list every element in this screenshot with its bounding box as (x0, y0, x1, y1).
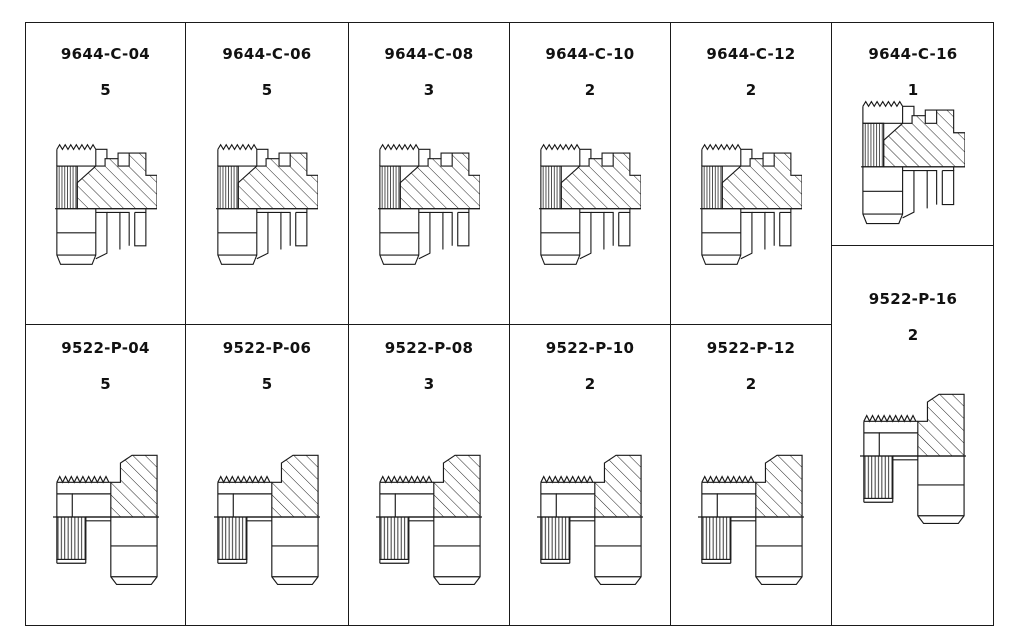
part-cell: 9644-C-08 3 (349, 23, 509, 324)
part-number: 9644-C-04 (60, 45, 151, 63)
male-plug-fitting-icon (53, 447, 159, 587)
parts-grid: 9644-C-04 5 9644-C-06 5 9644-C-08 3 9644… (25, 22, 994, 626)
quantity: 5 (261, 81, 273, 99)
quantity: 1 (907, 81, 919, 99)
quantity: 3 (423, 81, 435, 99)
quantity: 2 (745, 81, 757, 99)
quantity: 5 (100, 375, 111, 393)
quantity: 2 (584, 375, 596, 393)
grid-divider (831, 23, 832, 625)
part-cell: 9522-P-06 5 (186, 325, 348, 625)
quantity: 2 (745, 375, 757, 393)
male-plug-fitting-icon (376, 447, 482, 587)
part-number: 9522-P-08 (384, 339, 474, 357)
part-number: 9522-P-10 (545, 339, 635, 357)
part-cell: 9644-C-06 5 (186, 23, 348, 324)
part-cell: 9644-C-04 5 (26, 23, 185, 324)
female-cap-fitting-icon (378, 135, 480, 275)
part-number: 9644-C-10 (545, 45, 635, 63)
part-number: 9522-P-04 (61, 339, 150, 357)
part-cell: 9644-C-16 1 (832, 23, 994, 245)
part-cell: 9644-C-10 2 (510, 23, 670, 324)
grid-divider (831, 245, 994, 246)
female-cap-fitting-icon (700, 135, 802, 275)
female-cap-fitting-icon (216, 135, 318, 275)
part-number: 9522-P-06 (222, 339, 312, 357)
part-cell: 9644-C-12 2 (671, 23, 831, 324)
part-number: 9644-C-06 (222, 45, 312, 63)
part-number: 9522-P-16 (868, 290, 958, 308)
female-cap-fitting-icon (861, 93, 965, 233)
quantity: 2 (907, 326, 919, 344)
part-number: 9644-C-08 (384, 45, 474, 63)
part-number: 9644-C-12 (706, 45, 796, 63)
grid-divider (26, 324, 831, 325)
female-cap-fitting-icon (539, 135, 641, 275)
part-number: 9644-C-16 (868, 45, 958, 63)
part-cell: 9522-P-16 2 (832, 246, 994, 625)
quantity: 2 (584, 81, 596, 99)
quantity: 5 (261, 375, 273, 393)
male-plug-fitting-icon (214, 447, 320, 587)
part-cell: 9522-P-10 2 (510, 325, 670, 625)
part-cell: 9522-P-04 5 (26, 325, 185, 625)
male-plug-fitting-icon (698, 447, 804, 587)
female-cap-fitting-icon (55, 135, 157, 275)
part-cell: 9522-P-12 2 (671, 325, 831, 625)
part-number: 9522-P-12 (706, 339, 796, 357)
part-cell: 9522-P-08 3 (349, 325, 509, 625)
quantity: 5 (100, 81, 111, 99)
male-plug-fitting-icon (537, 447, 643, 587)
quantity: 3 (423, 375, 435, 393)
male-plug-fitting-icon (860, 386, 966, 526)
